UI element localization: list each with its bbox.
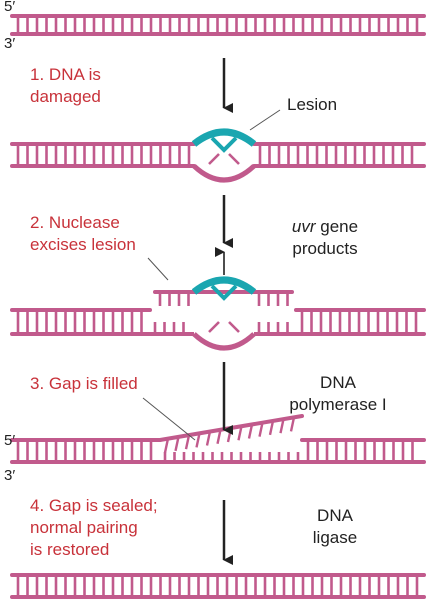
five-prime-label-top: 5′ — [4, 0, 16, 15]
filling-dna-right — [300, 438, 426, 464]
new-strand-base — [195, 433, 201, 448]
new-strand-base — [205, 431, 212, 446]
new-strand-base — [258, 422, 264, 437]
new-strand-base — [247, 424, 254, 439]
step-4-line-1: Gap is sealed; — [48, 496, 158, 515]
step-4-label: 4. Gap is sealed; normal pairing is rest… — [30, 495, 158, 561]
nuclease-leader-line — [147, 257, 169, 281]
filling-dna-left — [10, 438, 162, 464]
five-prime-label-step3: 5′ — [4, 432, 16, 449]
lesions — [191, 128, 257, 351]
uvr-italic: uvr — [291, 217, 316, 236]
lesion-label: Lesion — [287, 95, 338, 114]
ligase-line-2: ligase — [312, 528, 358, 547]
gap-filled-leader-line — [142, 397, 196, 441]
new-strand-base — [268, 420, 275, 436]
excised-bulge — [191, 276, 257, 351]
damage-bulge-base-left — [208, 153, 220, 165]
step-1-line-1: DNA is — [48, 65, 101, 84]
new-strand-base — [289, 417, 296, 432]
step-3-number: 3. — [30, 374, 45, 393]
leader-lines — [142, 109, 281, 441]
step-3-line-1: Gap is filled — [48, 374, 138, 393]
excised-bulge-lesion-arc — [191, 276, 257, 295]
damage-bulge — [191, 128, 257, 183]
step-3-label: 3. Gap is filled — [30, 373, 138, 395]
excised-fragment-right-bases — [257, 292, 289, 306]
new-strand-base — [174, 436, 180, 452]
new-strand-base — [163, 438, 170, 453]
polymerase-line-1: DNA — [320, 373, 356, 392]
excised-dna-left — [10, 308, 152, 336]
step-1-number: 1. — [30, 65, 45, 84]
step-2-label: 2. Nuclease excises lesion — [30, 212, 136, 256]
step-4-line-2: normal pairing — [30, 518, 138, 537]
step-4-number: 4. — [30, 496, 45, 515]
restored-dna — [10, 573, 426, 599]
excised-bulge-base-left — [208, 321, 220, 333]
three-prime-label-top: 3′ — [4, 35, 16, 52]
step-2-number: 2. — [30, 213, 45, 232]
step-1-label: 1. DNA is damaged — [30, 64, 101, 108]
new-strand-base — [237, 425, 243, 441]
excised-bulge-lesion-crosslink — [210, 284, 238, 301]
uvr-gene-products-label: uvr gene products — [270, 216, 380, 260]
gap-bottom-left-bases — [153, 322, 185, 334]
excised-bulge-base-right — [228, 321, 240, 333]
excised-bulge-bottom-loop — [192, 332, 256, 351]
new-strand-base — [216, 429, 222, 445]
dna-strands — [10, 14, 426, 599]
new-strand-base — [279, 418, 285, 434]
damage-bulge-bottom-loop — [192, 164, 256, 183]
excised-dna-right — [294, 308, 426, 336]
damage-bulge-base-right — [228, 153, 240, 165]
three-prime-label-step3: 3′ — [4, 467, 16, 484]
excised-fragment-left-bases — [158, 292, 190, 306]
lesion-leader-line — [249, 109, 281, 131]
uvr-products: products — [292, 239, 358, 258]
polymerase-line-2: polymerase I — [289, 395, 387, 414]
dna-ligase-label: DNA ligase — [285, 505, 385, 549]
damage-bulge-lesion-crosslink — [210, 136, 238, 153]
step-4-line-3: is restored — [30, 540, 110, 559]
damaged-dna-right — [252, 142, 426, 168]
uvr-gene: gene — [315, 217, 359, 236]
damage-bulge-lesion-arc — [191, 128, 257, 147]
gap-bottom-right-bases — [257, 322, 289, 334]
step-2-line-1: Nuclease — [48, 213, 120, 232]
ligase-line-1: DNA — [317, 506, 353, 525]
new-strand-base — [184, 434, 191, 450]
dna-polymerase-label: DNA polymerase I — [268, 372, 408, 416]
template-bases — [163, 452, 300, 462]
step-2-line-2: excises lesion — [30, 235, 136, 254]
intact-dna-top — [10, 14, 426, 36]
damaged-dna-left — [10, 142, 196, 168]
step-1-line-2: damaged — [30, 87, 101, 106]
